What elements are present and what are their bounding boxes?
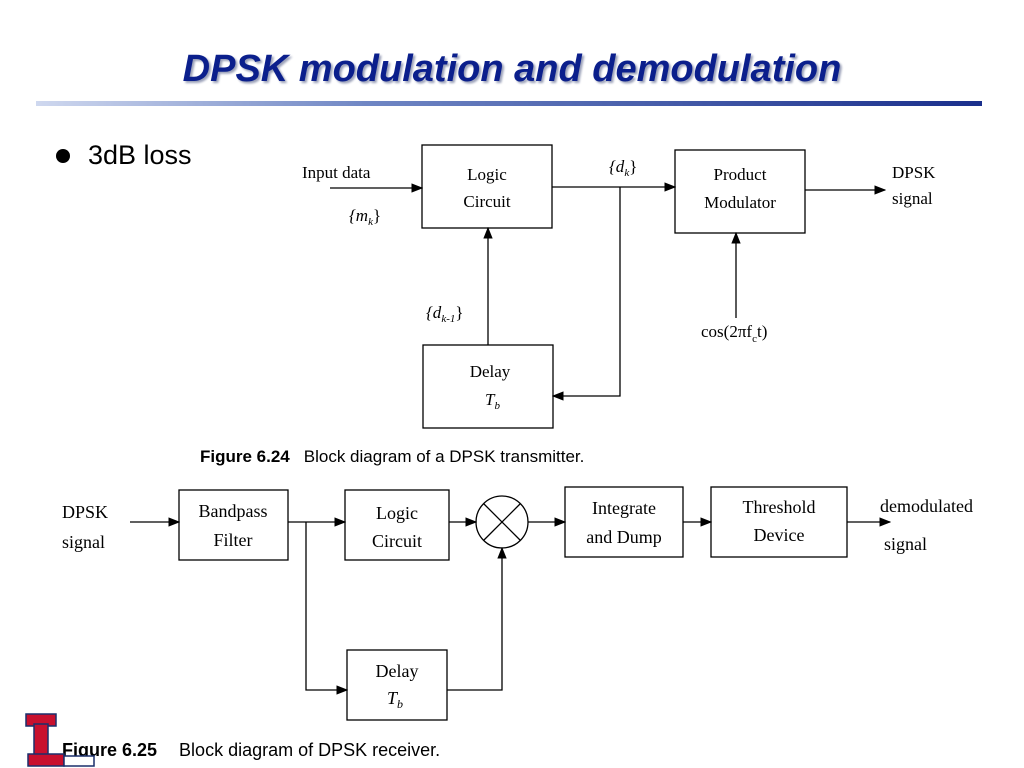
tx-mk-label: {mk} <box>349 206 381 228</box>
tx-delay-sub: b <box>494 400 500 412</box>
tx-input-label: Input data <box>302 163 371 182</box>
rx-output-label-2: signal <box>884 534 927 554</box>
tx-dk1-label: {dk-1} <box>426 303 464 325</box>
tx-delay-label: Delay <box>470 362 511 381</box>
tx-delay-T: T <box>485 390 496 409</box>
rx-bpf-label-2: Filter <box>214 530 253 550</box>
rx-output-label-1: demodulated <box>880 496 973 516</box>
tx-caption-text: Block diagram of a DPSK transmitter. <box>304 447 585 466</box>
rx-delay-branch-out <box>447 546 507 691</box>
tx-output-label-2: signal <box>892 189 933 208</box>
rx-caption-num: Figure 6.25 <box>62 740 157 760</box>
bullet-text: 3dB loss <box>88 140 192 170</box>
tx-dk1-close: } <box>455 303 463 322</box>
tx-dk-close: } <box>629 157 637 176</box>
tx-carrier-a: cos(2πf <box>701 322 752 341</box>
transmitter-diagram <box>330 144 887 429</box>
rx-int-label-2: and Dump <box>586 527 662 547</box>
bullet-dot-icon <box>56 148 70 163</box>
rx-input-label-2: signal <box>62 532 105 552</box>
tx-carrier-label: cos(2πfct) <box>701 322 767 345</box>
tx-mk-open: {m <box>349 206 368 225</box>
tx-mk-close: } <box>373 206 381 225</box>
rx-delay-sub: b <box>397 697 403 711</box>
rx-thr-label-2: Device <box>754 525 805 545</box>
tx-dk1-sub: k-1 <box>441 313 455 325</box>
rx-delay-label: Delay <box>376 661 419 681</box>
rx-caption-text: Block diagram of DPSK receiver. <box>179 740 440 760</box>
university-logo-icon <box>25 713 95 767</box>
rx-caption: Figure 6.25 Block diagram of DPSK receive… <box>62 740 440 760</box>
rx-bpf-label-1: Bandpass <box>199 501 268 521</box>
receiver-diagram <box>130 486 892 721</box>
tx-caption: Figure 6.24 Block diagram of a DPSK trans… <box>200 447 584 466</box>
rx-logic-label-2: Circuit <box>372 531 422 551</box>
tx-feedback-line <box>551 187 621 401</box>
rx-delay-branch-in <box>305 522 349 695</box>
tx-mk-sub: k <box>368 216 374 228</box>
rx-delay-tb: Tb <box>387 688 403 711</box>
tx-product-modulator-block <box>674 149 806 234</box>
tx-dk-label: {dk} <box>609 157 637 179</box>
tx-output-label-1: DPSK <box>892 163 936 182</box>
rx-delay-block <box>346 649 448 721</box>
tx-logic-circuit-block <box>421 144 553 229</box>
rx-logic-label-1: Logic <box>376 503 418 523</box>
rx-multiplier-cross-2 <box>483 503 521 541</box>
slide-title: DPSK modulation and demodulation <box>182 48 842 90</box>
rx-input-label-1: DPSK <box>62 502 108 522</box>
bullet-item: 3dB loss <box>56 140 192 171</box>
rx-delay-T: T <box>387 688 399 708</box>
tx-logic-label-1: Logic <box>467 165 507 184</box>
tx-carrier-sub: c <box>752 333 757 345</box>
tx-product-label-1: Product <box>714 165 767 184</box>
tx-delay-block <box>422 344 554 429</box>
tx-delay-tb: Tb <box>485 390 500 412</box>
rx-thr-label-1: Threshold <box>743 497 816 517</box>
tx-dk1-open: {d <box>426 303 442 322</box>
tx-logic-label-2: Circuit <box>463 192 510 211</box>
rx-int-label-1: Integrate <box>592 498 656 518</box>
tx-product-label-2: Modulator <box>704 193 776 212</box>
tx-dk-open: {d <box>609 157 625 176</box>
tx-dk-sub: k <box>624 167 630 179</box>
tx-carrier-b: t) <box>757 322 767 341</box>
title-divider <box>36 101 982 106</box>
tx-caption-num: Figure 6.24 <box>200 447 290 466</box>
